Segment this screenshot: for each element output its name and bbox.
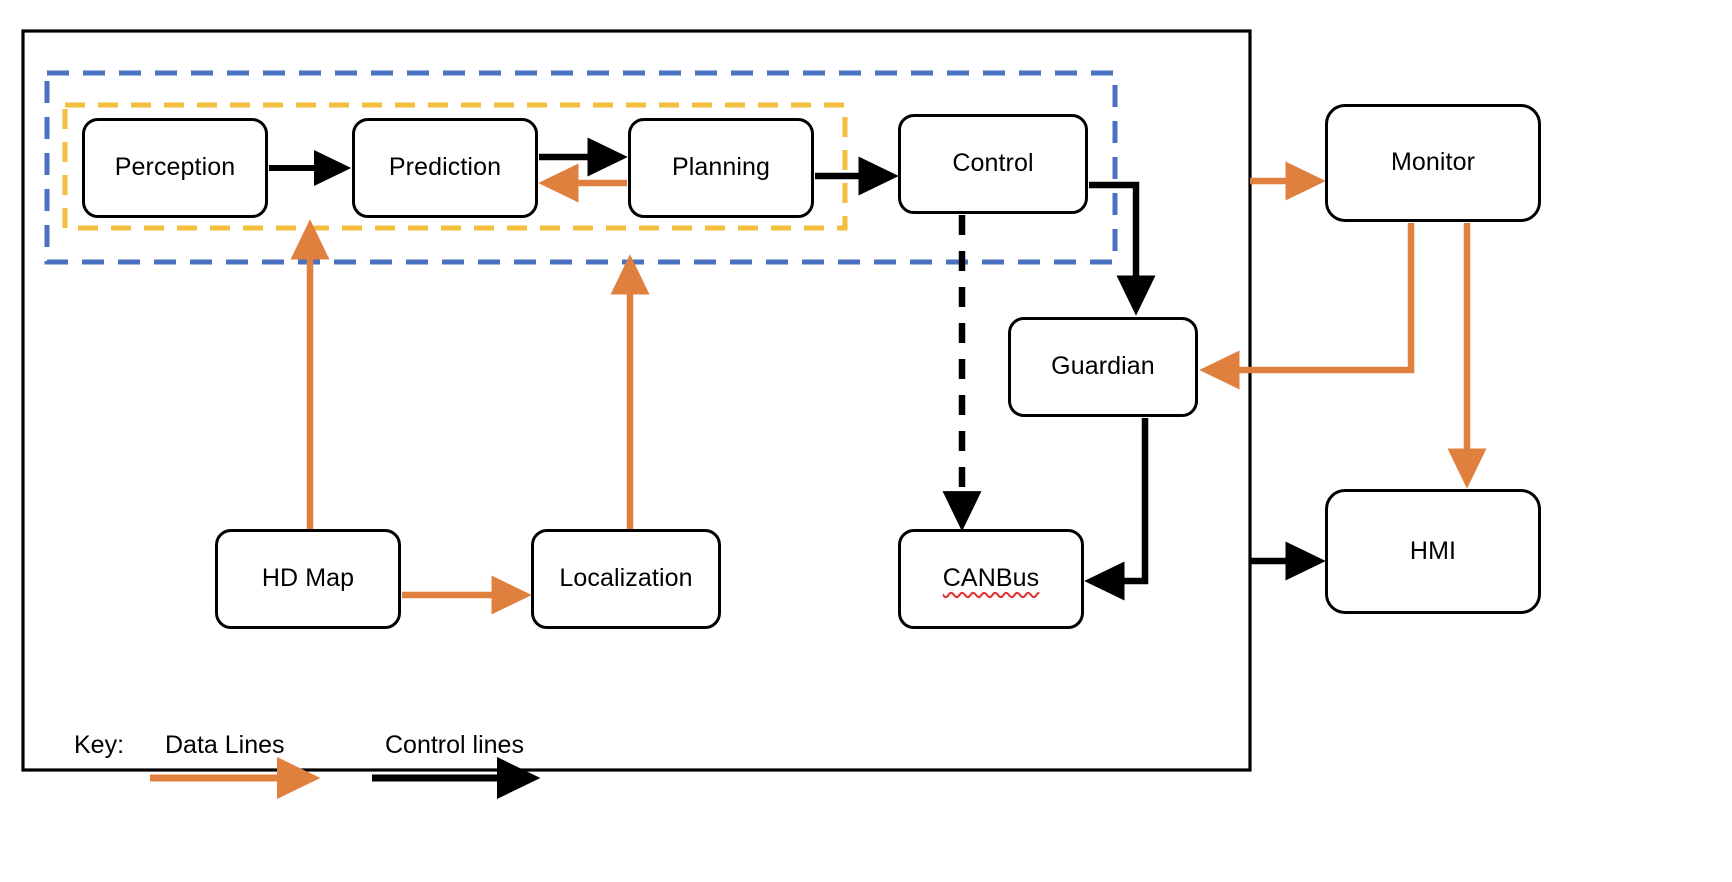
edge-monitor-to-guardian bbox=[1199, 223, 1415, 390]
node-label: Planning bbox=[671, 153, 771, 182]
blue-dashed-group bbox=[44, 70, 1118, 265]
node-label: Monitor bbox=[1390, 148, 1476, 177]
node-control[interactable]: Control bbox=[898, 114, 1088, 214]
node-planning[interactable]: Planning bbox=[628, 118, 814, 218]
node-label: Localization bbox=[559, 564, 693, 593]
node-guardian[interactable]: Guardian bbox=[1008, 317, 1198, 417]
node-hmi[interactable]: HMI bbox=[1325, 489, 1541, 614]
node-canbus[interactable]: CANBus bbox=[898, 529, 1084, 629]
key-entry-data-lines-label: Data Lines bbox=[165, 731, 285, 760]
node-prediction[interactable]: Prediction bbox=[352, 118, 538, 218]
key-entry-control-lines-label: Control lines bbox=[385, 731, 524, 760]
system-boundary-rect bbox=[21, 29, 1252, 772]
node-label: HMI bbox=[1409, 536, 1457, 565]
key-title-text: Key: bbox=[74, 731, 125, 759]
node-monitor[interactable]: Monitor bbox=[1325, 104, 1541, 222]
key-control-lines-text: Control lines bbox=[385, 731, 524, 759]
yellow-dashed-group bbox=[62, 102, 848, 231]
node-label: Control bbox=[952, 149, 1034, 178]
node-hd-map[interactable]: HD Map bbox=[215, 529, 401, 629]
edge-guardian-to-canbus bbox=[1084, 418, 1149, 601]
node-label: Prediction bbox=[388, 153, 502, 182]
key-title: Key: bbox=[74, 731, 124, 760]
node-label: HD Map bbox=[261, 564, 355, 593]
node-label: Guardian bbox=[1051, 352, 1155, 381]
node-perception[interactable]: Perception bbox=[82, 118, 268, 218]
edge-control-to-guardian bbox=[1089, 181, 1156, 316]
node-localization[interactable]: Localization bbox=[531, 529, 721, 629]
node-label: CANBus bbox=[942, 564, 1040, 593]
key-data-lines-text: Data Lines bbox=[165, 731, 285, 759]
node-label: Perception bbox=[114, 153, 236, 182]
